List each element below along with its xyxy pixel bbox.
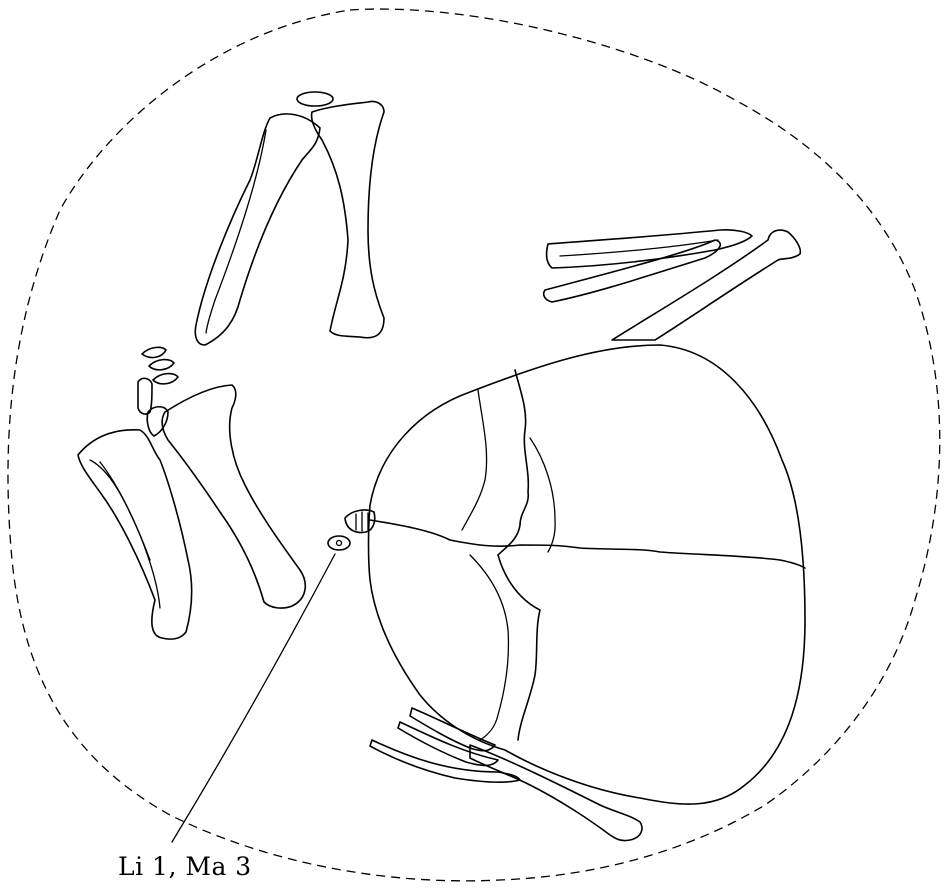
long-bone-upper-right xyxy=(312,101,384,337)
phalanx-2 xyxy=(149,360,174,370)
cranium-outline xyxy=(369,345,806,804)
fragment-annotation-label: Li 1, Ma 3 xyxy=(118,852,252,881)
long-bone-pair-upper xyxy=(195,92,384,345)
fragment-ma3 xyxy=(345,510,375,532)
suture-branch-2 xyxy=(470,555,508,740)
annotation-leader-line xyxy=(172,554,335,842)
fragment-li1 xyxy=(328,536,350,550)
long-bone-upper-left xyxy=(195,114,320,345)
upper-right-bones xyxy=(544,230,801,340)
lower-bones xyxy=(370,708,642,841)
metacarpal-1 xyxy=(138,378,152,414)
grave-outline xyxy=(8,9,940,881)
phalanx-1 xyxy=(142,347,166,357)
left-bone-cluster xyxy=(78,347,305,639)
rib-lower-2 xyxy=(398,722,498,766)
suture-branch-1 xyxy=(462,390,487,530)
bone-fragment-oval xyxy=(297,92,333,106)
cranium xyxy=(369,345,806,804)
long-bone-lower-left-ridge-2 xyxy=(100,462,150,560)
clavicle-bone xyxy=(612,230,800,340)
fragment-ma3-lines xyxy=(356,512,368,531)
coronal-suture xyxy=(370,520,805,568)
fragment-li1-dot xyxy=(337,541,342,546)
rib-lower-1 xyxy=(410,708,495,751)
phalanx-3 xyxy=(153,374,178,384)
suture-branch-3 xyxy=(530,438,555,552)
long-thin-bone xyxy=(544,240,721,302)
long-bone-lower-right xyxy=(162,385,305,608)
long-bone-lower-left xyxy=(78,430,192,639)
